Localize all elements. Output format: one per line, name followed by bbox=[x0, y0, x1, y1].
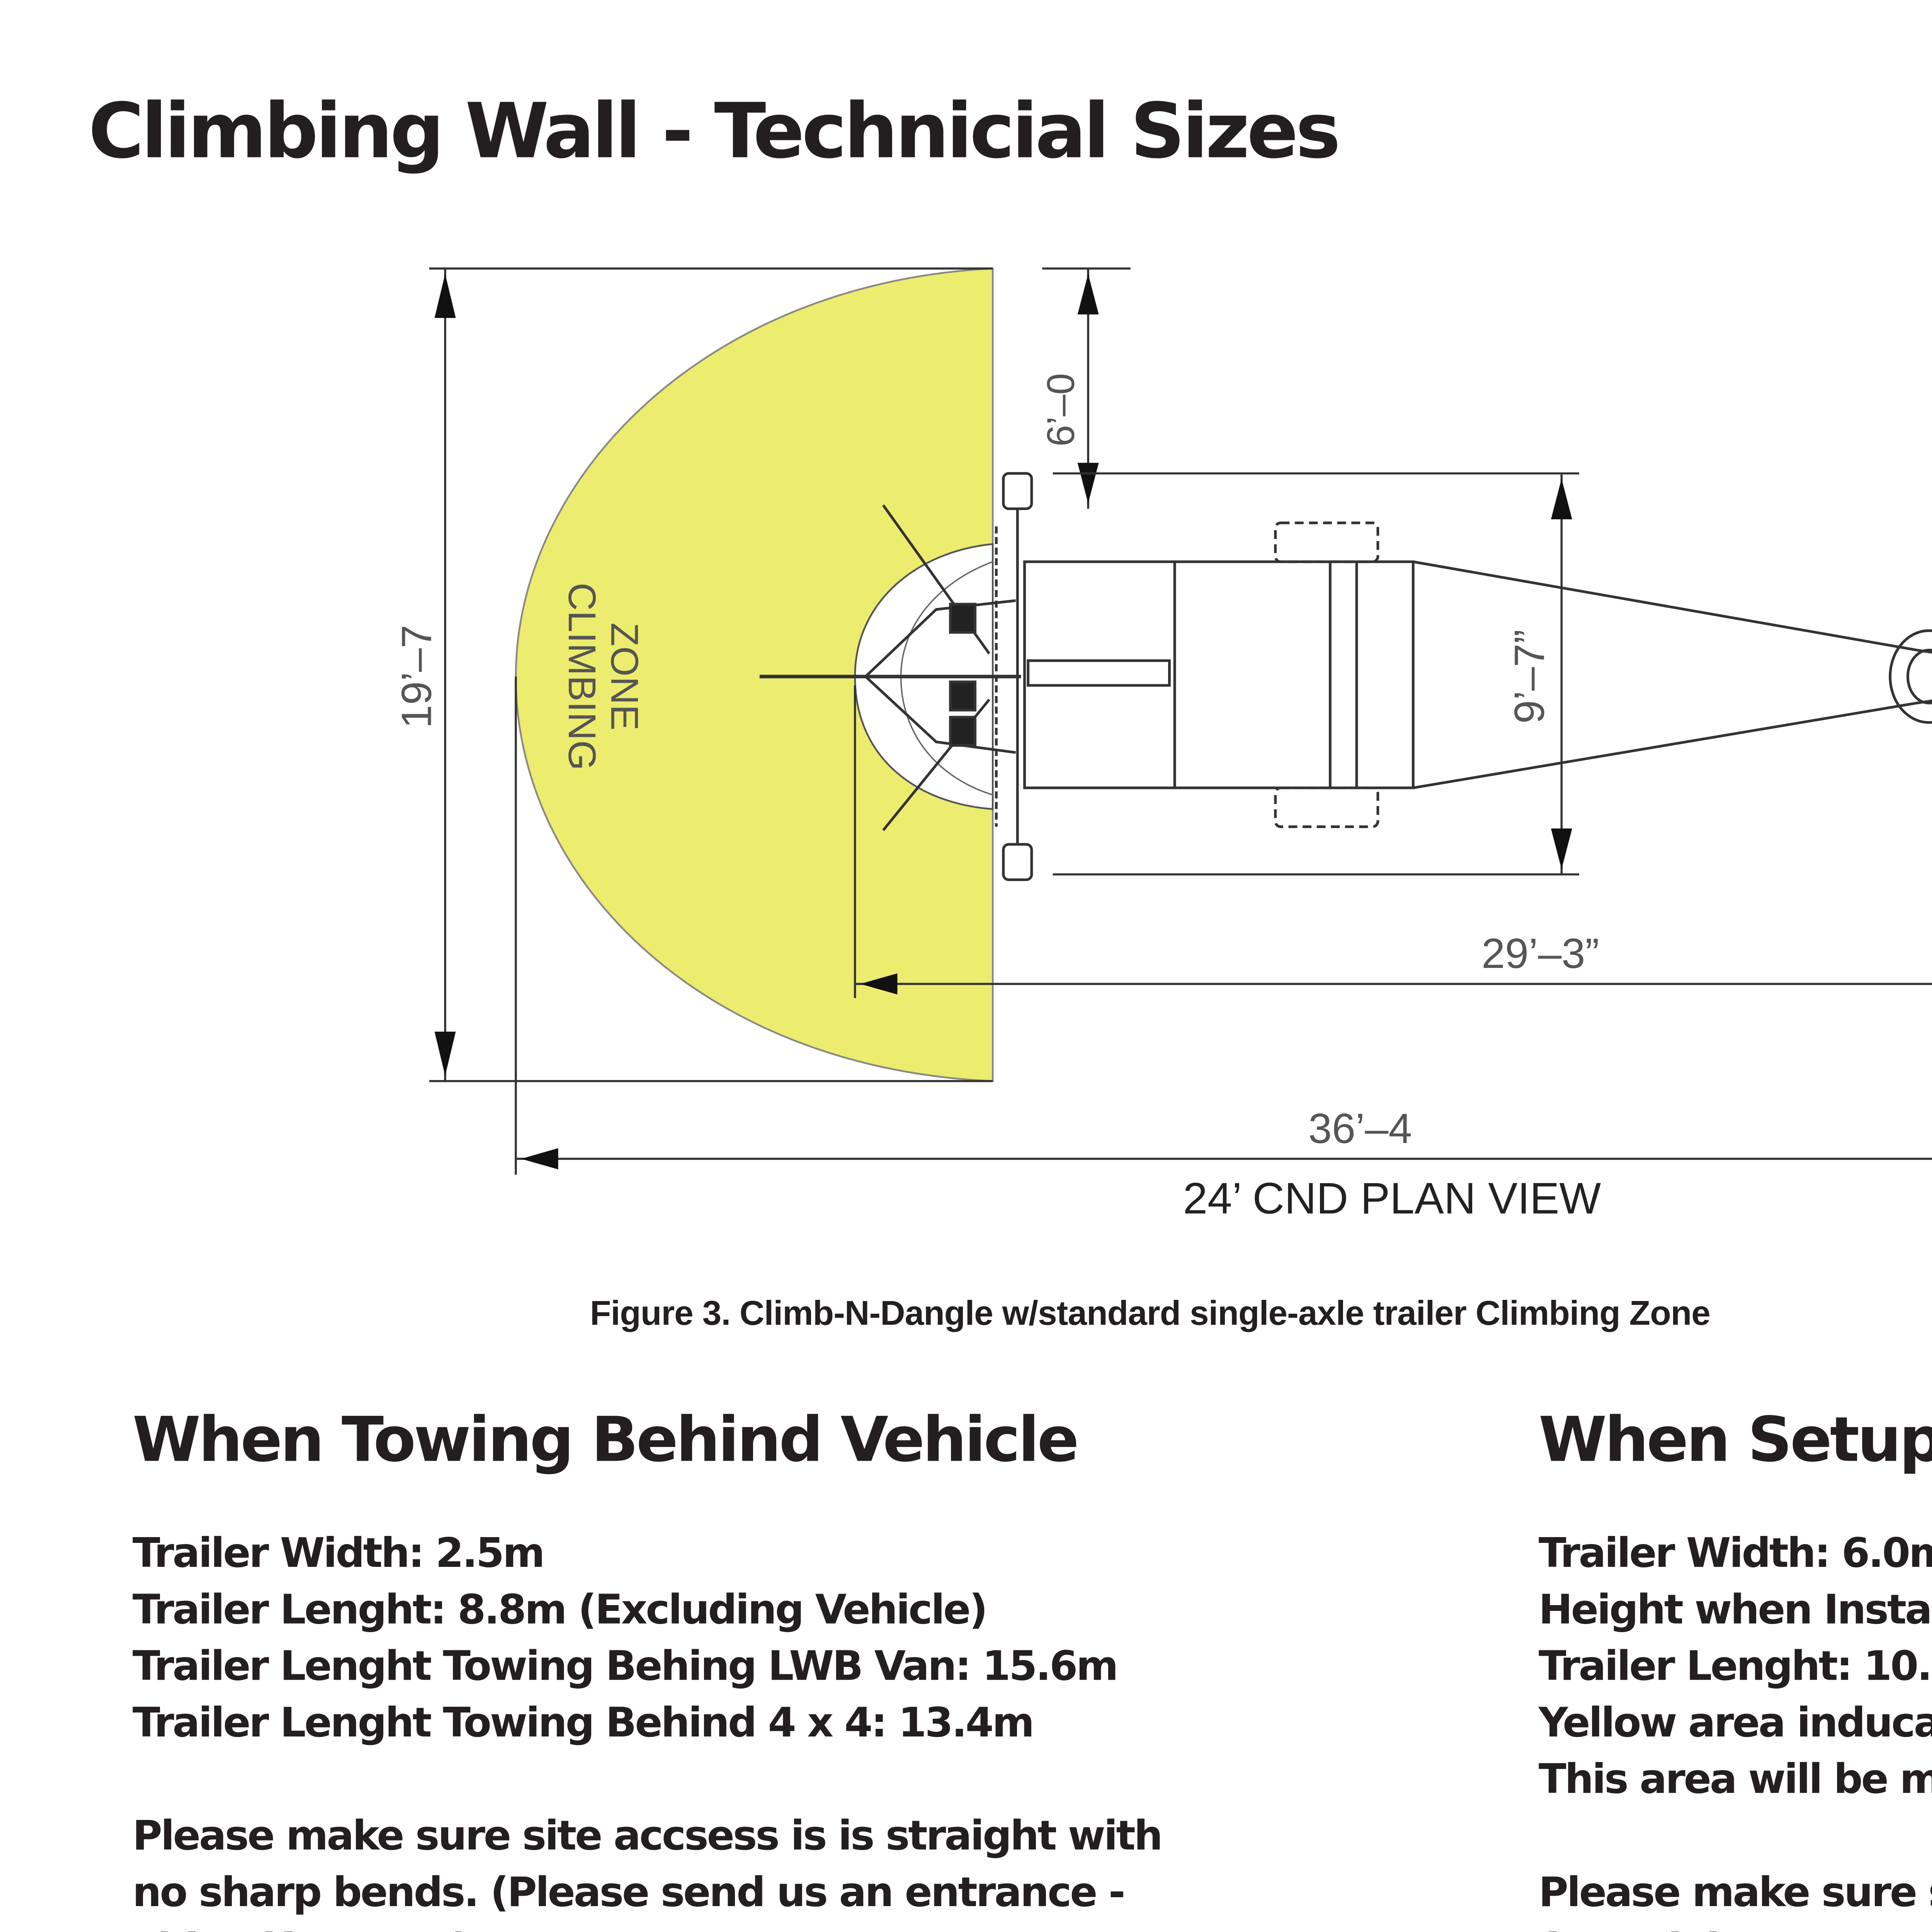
dimension-overall-length bbox=[515, 676, 1932, 1175]
towing-spec: Trailer Width: 2.5m bbox=[132, 1531, 545, 1578]
setup-spec: Trailer Width: 6.0m bbox=[1538, 1531, 1932, 1578]
dim-trailer-length-label: 29’–3” bbox=[1481, 930, 1599, 977]
zone-label-line1: CLIMBING bbox=[560, 583, 604, 770]
setup-spec: Yellow area inducates wall safety fall z… bbox=[1538, 1701, 1932, 1747]
setup-spec: Trailer Lenght: 10.0m (Excluding Vehicle… bbox=[1538, 1645, 1932, 1691]
setup-heading: When Setup On Site bbox=[1538, 1406, 1932, 1477]
figure-caption: Figure 3. Climb-N-Dangle w/standard sing… bbox=[590, 1294, 1711, 1334]
page-title: Climbing Wall - Technicial Sizes bbox=[88, 88, 1341, 177]
setup-note: Please make sure setup location is flat … bbox=[1538, 1871, 1932, 1917]
towing-note: no sharp bends. (Please send us an entra… bbox=[132, 1871, 1126, 1917]
towing-note: Please make sure site accsess is is stra… bbox=[132, 1814, 1163, 1860]
dim-offset-label: 6’–0 bbox=[1039, 373, 1083, 447]
setup-spec: Height when Installed: 7.5m bbox=[1538, 1588, 1932, 1634]
trailer-drawing bbox=[759, 472, 1932, 881]
towing-spec: Trailer Lenght Towing Behing LWB Van: 15… bbox=[132, 1645, 1119, 1691]
setup-spec: This area will be marked out with buntin… bbox=[1538, 1757, 1932, 1804]
setup-note: from debry or overhead cables. bbox=[1539, 1922, 1932, 1932]
setup-section: When Setup On Site Trailer Width: 6.0m H… bbox=[1539, 1406, 1932, 1932]
towing-section: When Towing Behind Vehicle Trailer Width… bbox=[133, 1406, 1369, 1932]
towing-heading: When Towing Behind Vehicle bbox=[132, 1406, 1079, 1477]
dimension-overall-width bbox=[429, 267, 993, 1082]
dimension-trailer-length bbox=[854, 685, 1932, 998]
dim-overall-width-label: 19’–7 bbox=[393, 625, 440, 728]
plan-view-label: 24’ CND PLAN VIEW bbox=[1183, 1174, 1601, 1223]
dim-trailer-width-label: 9’–7” bbox=[1506, 629, 1553, 724]
towing-note: video if unsure) bbox=[133, 1922, 1369, 1932]
towing-spec: Trailer Lenght Towing Behind 4 x 4: 13.4… bbox=[132, 1701, 1034, 1747]
plan-view-diagram: CLIMBING ZONE 19’–7 6’–0 bbox=[393, 267, 1932, 1223]
dimension-trailer-width bbox=[1053, 472, 1580, 876]
zone-label-line2: ZONE bbox=[603, 622, 646, 730]
towing-spec: Trailer Lenght: 8.8m (Excluding Vehicle) bbox=[132, 1588, 988, 1634]
dim-overall-length-label: 36’–4 bbox=[1308, 1105, 1412, 1152]
